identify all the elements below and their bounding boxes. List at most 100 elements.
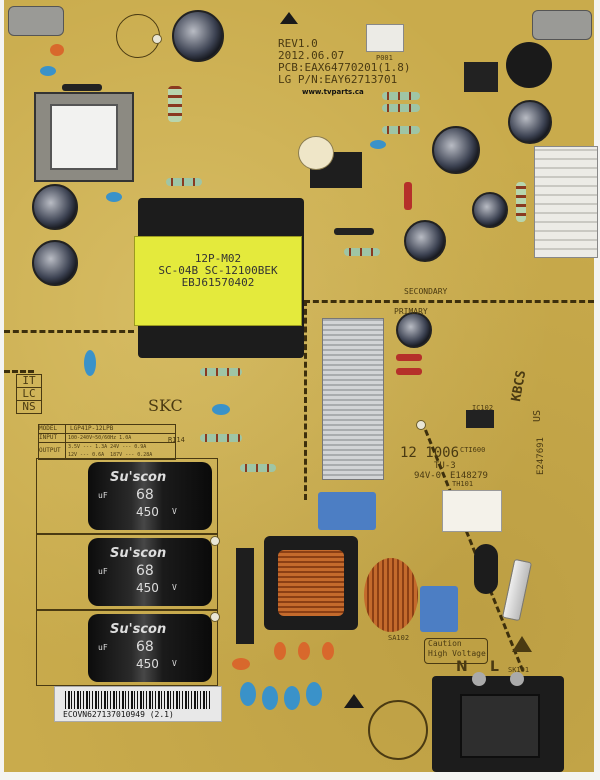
- diode: [396, 354, 422, 361]
- ceramic-capacitor: [298, 642, 310, 660]
- capacitor-footprint: [36, 458, 218, 534]
- isolation-line: [4, 370, 34, 373]
- connector-p001[interactable]: [366, 24, 404, 52]
- mounting-bracket-left: [8, 6, 64, 36]
- caution-line2: High Voltage: [428, 649, 486, 658]
- resistor: [166, 178, 202, 186]
- mounting-hole: [210, 612, 220, 622]
- resistor: [516, 182, 526, 222]
- mounting-hole: [152, 34, 162, 44]
- ceramic-capacitor: [370, 140, 386, 149]
- ac-power-socket[interactable]: [432, 672, 564, 772]
- common-mode-choke: [264, 536, 358, 630]
- isolation-line: [4, 330, 134, 333]
- capacitor-value: 68: [136, 563, 154, 579]
- relay: [442, 490, 502, 532]
- capacitor-unit: uF: [98, 491, 108, 500]
- bridge-rectifier: [236, 548, 254, 644]
- ceramic-capacitor: [274, 642, 286, 660]
- capacitor-unit: uF: [98, 567, 108, 576]
- output-label: OUTPUT: [39, 443, 66, 459]
- ul-file-label-2: E247691: [535, 437, 546, 475]
- diode: [404, 182, 412, 210]
- diode: [396, 368, 422, 375]
- resistor: [168, 86, 182, 122]
- kbcs-logo: KBCS: [509, 369, 530, 403]
- resistor: [382, 104, 420, 112]
- capacitor-footprint: [36, 534, 218, 610]
- bulk-capacitor: Su'scon uF 68 450 V: [88, 462, 212, 530]
- ul-date-code: 12 1006: [400, 445, 460, 461]
- ic-chip: [466, 410, 494, 428]
- connector-p001-label: P001: [376, 54, 393, 62]
- capacitor-volt-unit: V: [172, 583, 177, 592]
- secondary-label: SECONDARY: [404, 287, 448, 296]
- mounting-hole: [416, 420, 426, 430]
- cti-label: CTI600: [460, 446, 486, 454]
- electrolytic-capacitor: [404, 220, 446, 262]
- capacitor-volt-unit: V: [172, 507, 177, 516]
- capacitor-voltage: 450: [136, 581, 159, 595]
- inductor: [506, 42, 552, 88]
- capacitor-brand: Su'scon: [110, 546, 167, 561]
- ic102-label: IC102: [472, 404, 494, 412]
- primary-label: PRIMARY: [394, 307, 428, 316]
- y-capacitor: [240, 682, 256, 706]
- capacitor-brand: Su'scon: [110, 622, 167, 637]
- skc-logo: SKC: [148, 396, 183, 415]
- ul-file-label: E148279: [450, 471, 488, 481]
- model-table: MODEL LGP41P-12LPB INPUT 100-240V~50/60H…: [38, 424, 176, 460]
- capacitor-volt-unit: V: [172, 659, 177, 668]
- transformer-label-line1: 12P-M02: [194, 252, 242, 265]
- ceramic-capacitor: [106, 192, 122, 202]
- line-label: L: [490, 659, 499, 675]
- output-connector[interactable]: [534, 146, 598, 258]
- ns-label: NS: [22, 400, 36, 413]
- x-capacitor: [420, 586, 458, 632]
- capacitor-brand: Su'scon: [110, 470, 167, 485]
- resistor: [344, 248, 380, 256]
- capacitor-unit: uF: [98, 643, 108, 652]
- resistor: [200, 434, 242, 442]
- electrolytic-capacitor: [508, 100, 552, 144]
- heatsink: [322, 318, 384, 480]
- output-value: 187V --- 0.28A: [110, 452, 153, 458]
- y-capacitor: [262, 686, 278, 710]
- caution-line1: Caution: [428, 639, 462, 648]
- mounting-bracket-right: [532, 10, 592, 40]
- main-transformer: 12P-M02 SC-04B SC-12100BEK EBJ61570402: [134, 198, 304, 358]
- isolation-line: [304, 300, 307, 500]
- caution-box: Caution High Voltage: [424, 638, 488, 664]
- y-capacitor: [306, 682, 322, 706]
- isolation-line: [304, 300, 594, 303]
- neutral-label: N: [456, 659, 468, 675]
- electrolytic-capacitor: [32, 240, 78, 286]
- capacitor-voltage: 450: [136, 505, 159, 519]
- pcb-board: 12P-M02 SC-04B SC-12100BEK EBJ61570402 R…: [4, 0, 598, 772]
- watermark: www.tvparts.ca: [302, 88, 364, 96]
- mounting-hole: [210, 536, 220, 546]
- capacitor-voltage: 450: [136, 657, 159, 671]
- thermistor: [298, 136, 334, 170]
- high-voltage-warning-icon: [512, 636, 532, 652]
- board-date: 2012.06.07: [278, 49, 345, 62]
- ul-us-label: US: [532, 409, 544, 423]
- standby-transformer: [34, 92, 134, 182]
- toroid-inductor: [364, 558, 418, 632]
- resistor: [382, 126, 420, 134]
- tu-label: TU-3: [434, 461, 456, 471]
- electrolytic-capacitor: [396, 312, 432, 348]
- barcode: [65, 691, 211, 709]
- resistor: [200, 368, 242, 376]
- arrow-icon: [344, 694, 364, 708]
- thermistor-label: TH101: [452, 480, 474, 488]
- fuse: [501, 558, 533, 622]
- output-value: 3.5V --- 1.3A: [68, 444, 108, 450]
- inductor: [368, 700, 428, 760]
- resistor: [240, 464, 276, 472]
- bulk-capacitor: Su'scon uF 68 450 V: [88, 614, 212, 682]
- board-revision: REV1.0: [278, 37, 318, 50]
- electrolytic-capacitor: [472, 192, 508, 228]
- board-pcb-number: PCB:EAX64770201(1.8): [278, 61, 411, 74]
- model-value: LGP41P-12LPB: [70, 425, 114, 432]
